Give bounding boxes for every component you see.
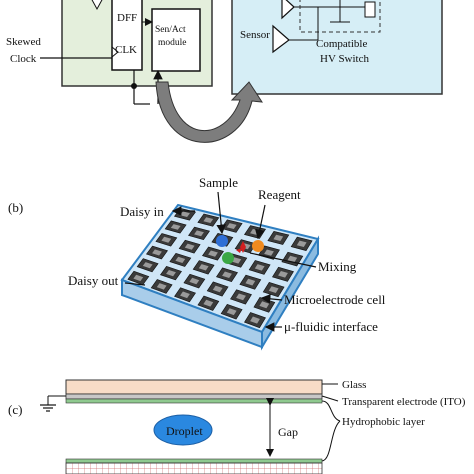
reagent-label: Reagent — [258, 187, 301, 202]
hydrophobic-top-layer — [65, 398, 323, 404]
driver-amp-icon — [281, 0, 295, 20]
chip-side-face — [261, 235, 319, 351]
hydrophobic-label: Hydrophobic layer — [342, 416, 425, 428]
fluidic-label: μ-fluidic interface — [284, 319, 378, 334]
ito-layer — [65, 393, 323, 400]
electrode-cell-pad — [198, 264, 209, 271]
microelectrode-label: Microelectrode cell — [284, 292, 386, 307]
mixing-arrow — [249, 252, 317, 268]
dff-box — [111, 0, 143, 71]
electrode-cell-pad — [203, 299, 214, 307]
electrode-cell-pad — [152, 249, 162, 256]
droplet-label: Droplet — [166, 424, 203, 438]
electrode-cell-pad — [166, 270, 176, 277]
sample-label: Sample — [199, 175, 238, 190]
electrode-cell-pad — [236, 293, 246, 301]
electrode-cell-pad — [226, 308, 237, 316]
electrode-cell-pad — [156, 283, 167, 290]
reagent-droplet — [252, 240, 264, 252]
glass-layer — [65, 379, 323, 395]
hv-switch-label: HV Switch — [320, 53, 369, 65]
electrode-cell-pad — [203, 217, 214, 223]
skewed-line2: Clock — [10, 53, 37, 65]
electrode-cell-pad — [222, 271, 232, 278]
panel-a: DFF CLK Sen/Act module Skewed Clock Sens… — [6, 0, 443, 143]
glass-label: Glass — [342, 379, 366, 391]
electrode-array — [127, 207, 313, 329]
daisy-out-arrow — [124, 282, 146, 286]
sen-act-line2: module — [158, 38, 187, 48]
panel-b-label: (b) — [8, 200, 23, 215]
sensor-label: Sensor — [240, 29, 270, 41]
hv-region — [231, 0, 443, 95]
clk-label: CLK — [115, 44, 137, 56]
sen-act-box — [151, 8, 201, 72]
electrode-cell-pad — [296, 240, 307, 247]
electrode-cell-pad — [170, 224, 181, 230]
electrode-cell-pad — [250, 316, 260, 324]
hv-switch-box — [299, 0, 381, 33]
electrode-cell-pad — [194, 230, 204, 237]
electrode-cell-pad — [180, 291, 190, 299]
clk-triangle — [111, 46, 119, 58]
electrode-cell-pad — [175, 256, 186, 263]
electrode-cell-pad — [142, 262, 153, 269]
electrode-cell-pad — [133, 274, 144, 282]
electrode-cell-pad — [226, 223, 237, 229]
hydrophobic-brace — [321, 400, 341, 462]
electrode-cell-pad — [180, 211, 190, 217]
droplet — [153, 414, 213, 446]
buffer-icon — [91, 0, 103, 11]
compatible-label: Compatible — [316, 38, 367, 50]
reagent-arrow — [255, 204, 266, 240]
electrode-cell-pad — [212, 285, 223, 293]
sensor-amp-icon — [272, 24, 290, 54]
hydrophobic-bottom-layer — [65, 458, 323, 464]
electrode-cell-pad — [208, 250, 218, 257]
electrode-cell-pad — [161, 236, 172, 243]
electrode-cell-pad — [287, 255, 298, 263]
microelectrode-arrow — [260, 294, 283, 304]
mixing-label: Mixing — [318, 259, 357, 274]
sample-droplet — [216, 235, 228, 247]
sample-arrow — [216, 191, 226, 235]
daisy-in-label: Daisy in — [120, 204, 164, 219]
gap-label: Gap — [278, 425, 298, 439]
electrode-cell-pad — [245, 278, 256, 286]
mixing-marker — [236, 241, 246, 253]
sen-act-line1: Sen/Act — [155, 25, 186, 35]
electrode-cell-pad — [264, 249, 274, 256]
ito-label: Transparent electrode (ITO) — [342, 396, 466, 408]
resistor-icon — [364, 1, 376, 18]
electrode-cell-pad — [254, 264, 265, 271]
electrode-cell-pad — [268, 286, 279, 293]
dff-label: DFF — [117, 12, 137, 24]
electrode-cell-pad — [189, 277, 200, 285]
electrode-cell-pad — [278, 271, 288, 278]
panel-c-label: (c) — [8, 402, 22, 417]
green-droplet — [222, 252, 234, 264]
curved-arrow — [155, 81, 263, 143]
daisy-out-label: Daisy out — [68, 273, 119, 288]
ito-leader — [321, 395, 339, 402]
panel-c: (c) Droplet Gap Glass Transparent electr… — [8, 379, 466, 474]
electrode-cell-pad — [273, 234, 284, 241]
electrode-cell-pad — [184, 243, 195, 250]
skewed-line1: Skewed — [6, 36, 41, 48]
electrode-layer — [65, 462, 323, 474]
panel-b: (b) Sample Reagent Daisy in Mixing Daisy… — [8, 175, 386, 351]
